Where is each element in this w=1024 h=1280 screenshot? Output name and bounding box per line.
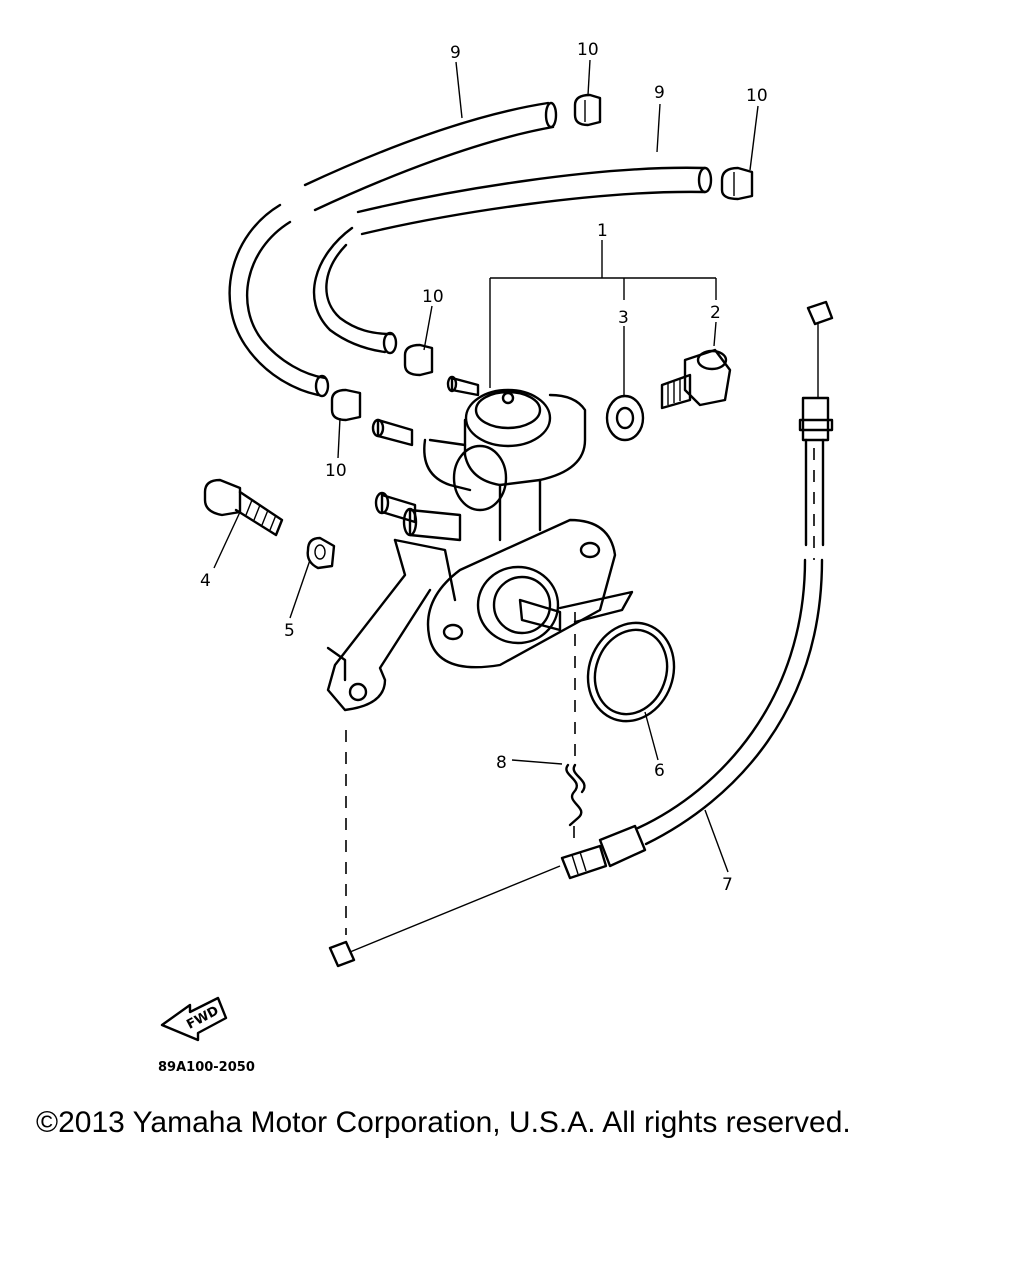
callout-10-b: 10 (746, 86, 768, 106)
oil-pump-body (326, 375, 634, 712)
callout-10-a: 10 (577, 40, 599, 60)
o-ring-6 (586, 621, 676, 723)
hose-lower (312, 166, 713, 355)
assembly-lines (345, 448, 815, 935)
cable-7 (328, 300, 834, 968)
clip-mid (403, 343, 434, 377)
callout-2: 2 (710, 303, 721, 323)
clip-top-1 (573, 93, 602, 127)
callout-9-a: 9 (450, 43, 461, 63)
callout-8: 8 (496, 753, 507, 773)
washer-3 (605, 394, 645, 442)
screw-4 (203, 478, 284, 537)
fwd-arrow-icon (160, 996, 228, 1042)
nut-5 (306, 536, 336, 570)
callout-5: 5 (284, 621, 295, 641)
copyright-notice: ©2013 Yamaha Motor Corporation, U.S.A. A… (36, 1106, 851, 1139)
hose-upper (228, 101, 558, 398)
leader-lines (213, 59, 759, 873)
callout-10-c: 10 (422, 287, 444, 307)
callout-9-b: 9 (654, 83, 665, 103)
callout-labels: 9 10 9 10 1 10 3 2 10 4 5 6 8 7 FWD 89A1… (158, 40, 768, 1075)
clip-top-2 (720, 166, 754, 201)
callout-4: 4 (200, 571, 211, 591)
callout-7: 7 (722, 875, 733, 895)
part-code: 89A100-2050 (158, 1060, 255, 1075)
callout-6: 6 (654, 761, 665, 781)
callout-1: 1 (597, 221, 608, 241)
callout-10-d: 10 (325, 461, 347, 481)
bolt-2 (660, 348, 732, 410)
callout-3: 3 (618, 308, 629, 328)
clip-low (330, 388, 362, 422)
pin-8 (565, 763, 586, 827)
